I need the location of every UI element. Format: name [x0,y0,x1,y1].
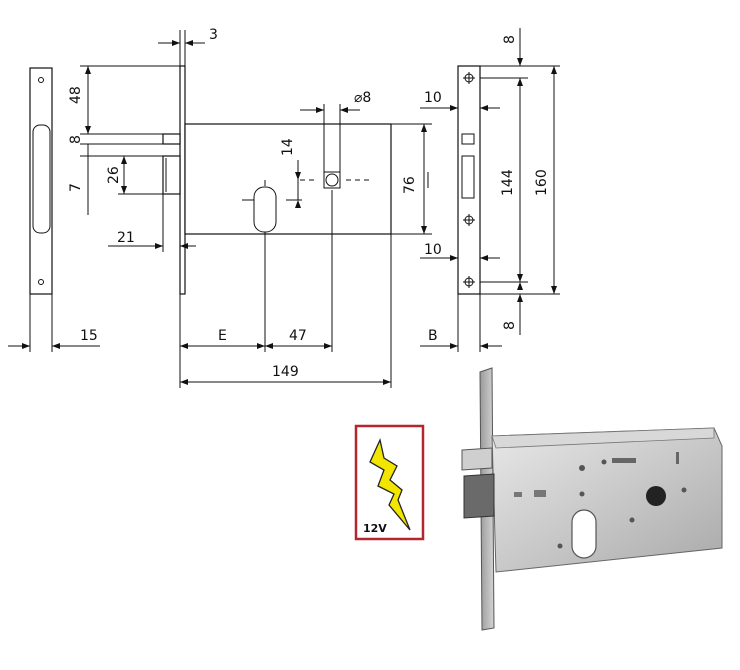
screw-hole-icon [463,276,475,288]
dim-follower-offset: 14 [280,138,296,156]
dim-faceplate-thickness: 3 [209,27,218,43]
dim-top-to-latch: 48 [68,86,84,104]
faceplate-front-view [8,67,100,352]
dim-hole-spacing: 144 [500,169,516,196]
dim-plate-width: B [428,328,438,344]
dim-faceplate-width: 15 [80,328,98,344]
voltage-label: 12V [363,522,387,535]
dim-follower-to-cylinder: 47 [289,328,307,344]
dim-plate-length: 160 [534,169,550,196]
dim-case-length: 149 [272,364,299,380]
dim-backset: E [218,328,227,344]
screw-hole-icon [463,214,475,226]
dim-latch-height: 8 [68,135,84,144]
lock-product-illustration [461,367,723,631]
dim-case-height: 76 [402,176,418,194]
dim-end-margin-top: 8 [502,35,518,44]
lightning-bolt-icon [369,437,411,531]
dimension-labels: 3 48 8 7 26 21 15 E 47 149 ⌀8 14 76 10 1… [68,27,550,380]
lock-side-view [80,30,432,388]
dim-strike-top: 10 [424,90,442,106]
dim-latch-offset: 7 [68,183,84,192]
dim-strike-bottom: 10 [424,242,442,258]
strike-plate-view [420,28,560,352]
voltage-badge: 12V [354,424,425,541]
dim-deadbolt-projection: 21 [117,230,135,246]
dim-follower-size: ⌀8 [354,90,371,106]
dim-end-margin-bottom: 8 [502,321,518,330]
screw-hole-icon [463,72,475,84]
dim-deadbolt-height: 26 [106,166,122,184]
